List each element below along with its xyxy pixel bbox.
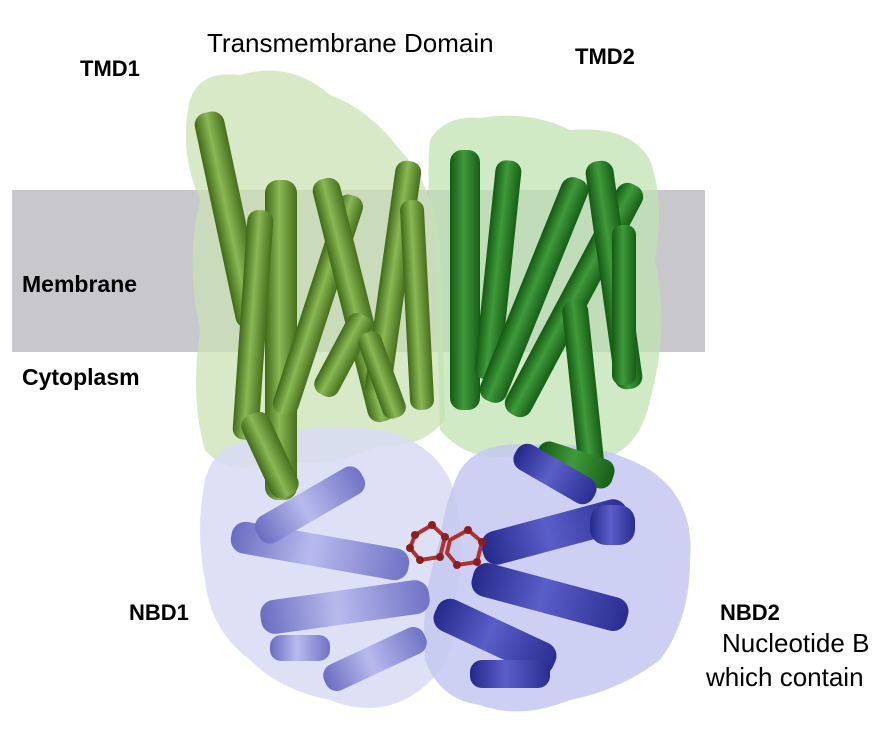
nbd1-helices xyxy=(230,466,430,691)
label-membrane: Membrane xyxy=(22,271,138,297)
label-transmembrane-domain: Transmembrane Domain xyxy=(207,28,494,58)
label-cytoplasm: Cytoplasm xyxy=(22,364,140,390)
ligand-atoms xyxy=(406,521,486,569)
label-tmd2: TMD2 xyxy=(575,44,635,69)
nbd2-helices xyxy=(433,443,635,688)
tmd2-helices xyxy=(450,150,644,489)
label-nbd1: NBD1 xyxy=(129,600,189,625)
tmd1-helices xyxy=(194,111,434,500)
label-nbd2: NBD2 xyxy=(720,600,780,625)
label-nucleotide-line1: Nucleotide B xyxy=(722,628,870,658)
label-nucleotide-line2: which contain xyxy=(706,662,864,692)
label-tmd1: TMD1 xyxy=(80,56,140,81)
